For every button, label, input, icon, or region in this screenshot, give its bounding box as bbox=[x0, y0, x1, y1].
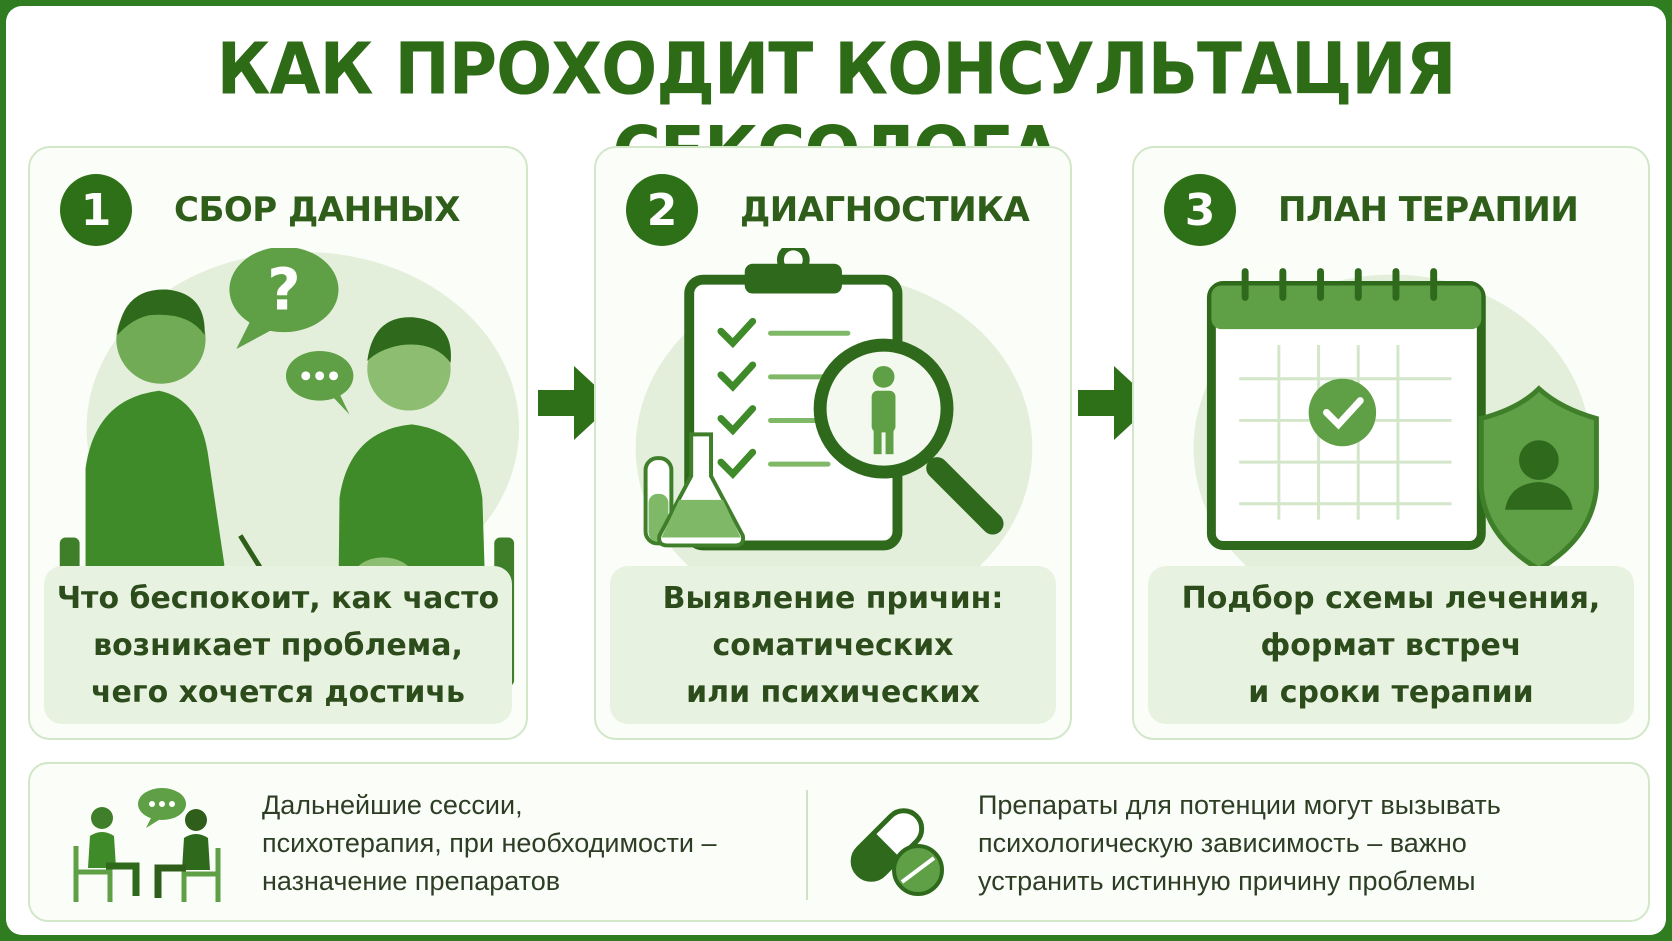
step-title-2: ДИАГНОСТИКА bbox=[740, 190, 1030, 230]
clipboard-magnifier-icon bbox=[635, 248, 1033, 622]
step-header-2: 2 ДИАГНОСТИКА bbox=[626, 174, 1030, 246]
bottom-left-text: Дальнейшие сессии, психотерапия, при нео… bbox=[262, 790, 717, 896]
therapy-session-icon bbox=[73, 788, 221, 902]
calendar-shield-icon bbox=[1193, 268, 1599, 622]
step-card-3: 3 ПЛАН ТЕРАПИИ bbox=[1132, 146, 1650, 740]
pills-icon bbox=[850, 808, 944, 896]
step-title-3: ПЛАН ТЕРАПИИ bbox=[1278, 190, 1579, 230]
step-header-3: 3 ПЛАН ТЕРАПИИ bbox=[1164, 174, 1579, 246]
step-number-1: 1 bbox=[60, 174, 132, 246]
step-card-1: 1 СБОР ДАННЫХ ? bbox=[28, 146, 528, 740]
step-title-1: СБОР ДАННЫХ bbox=[174, 190, 460, 230]
step-card-2: 2 ДИАГНОСТИКА bbox=[594, 146, 1072, 740]
divider bbox=[806, 790, 808, 900]
step-description-3: Подбор схемы лечения, формат встреч и ср… bbox=[1148, 566, 1634, 724]
step-number-3: 3 bbox=[1164, 174, 1236, 246]
bottom-info-panel: Дальнейшие сессии, психотерапия, при нео… bbox=[28, 762, 1650, 922]
arrow-right-icon bbox=[538, 366, 614, 440]
bottom-right-text: Препараты для потенции могут вызывать пс… bbox=[978, 790, 1501, 896]
step-description-2: Выявление причин: соматических или психи… bbox=[610, 566, 1056, 724]
arrow-right-icon bbox=[1078, 366, 1154, 440]
step-header-1: 1 СБОР ДАННЫХ bbox=[60, 174, 460, 246]
svg-text:?: ? bbox=[267, 256, 300, 323]
infographic: КАК ПРОХОДИТ КОНСУЛЬТАЦИЯ СЕКСОЛОГА 1 СБ… bbox=[6, 6, 1666, 935]
step-number-2: 2 bbox=[626, 174, 698, 246]
step-description-1: Что беспокоит, как часто возникает пробл… bbox=[44, 566, 512, 724]
